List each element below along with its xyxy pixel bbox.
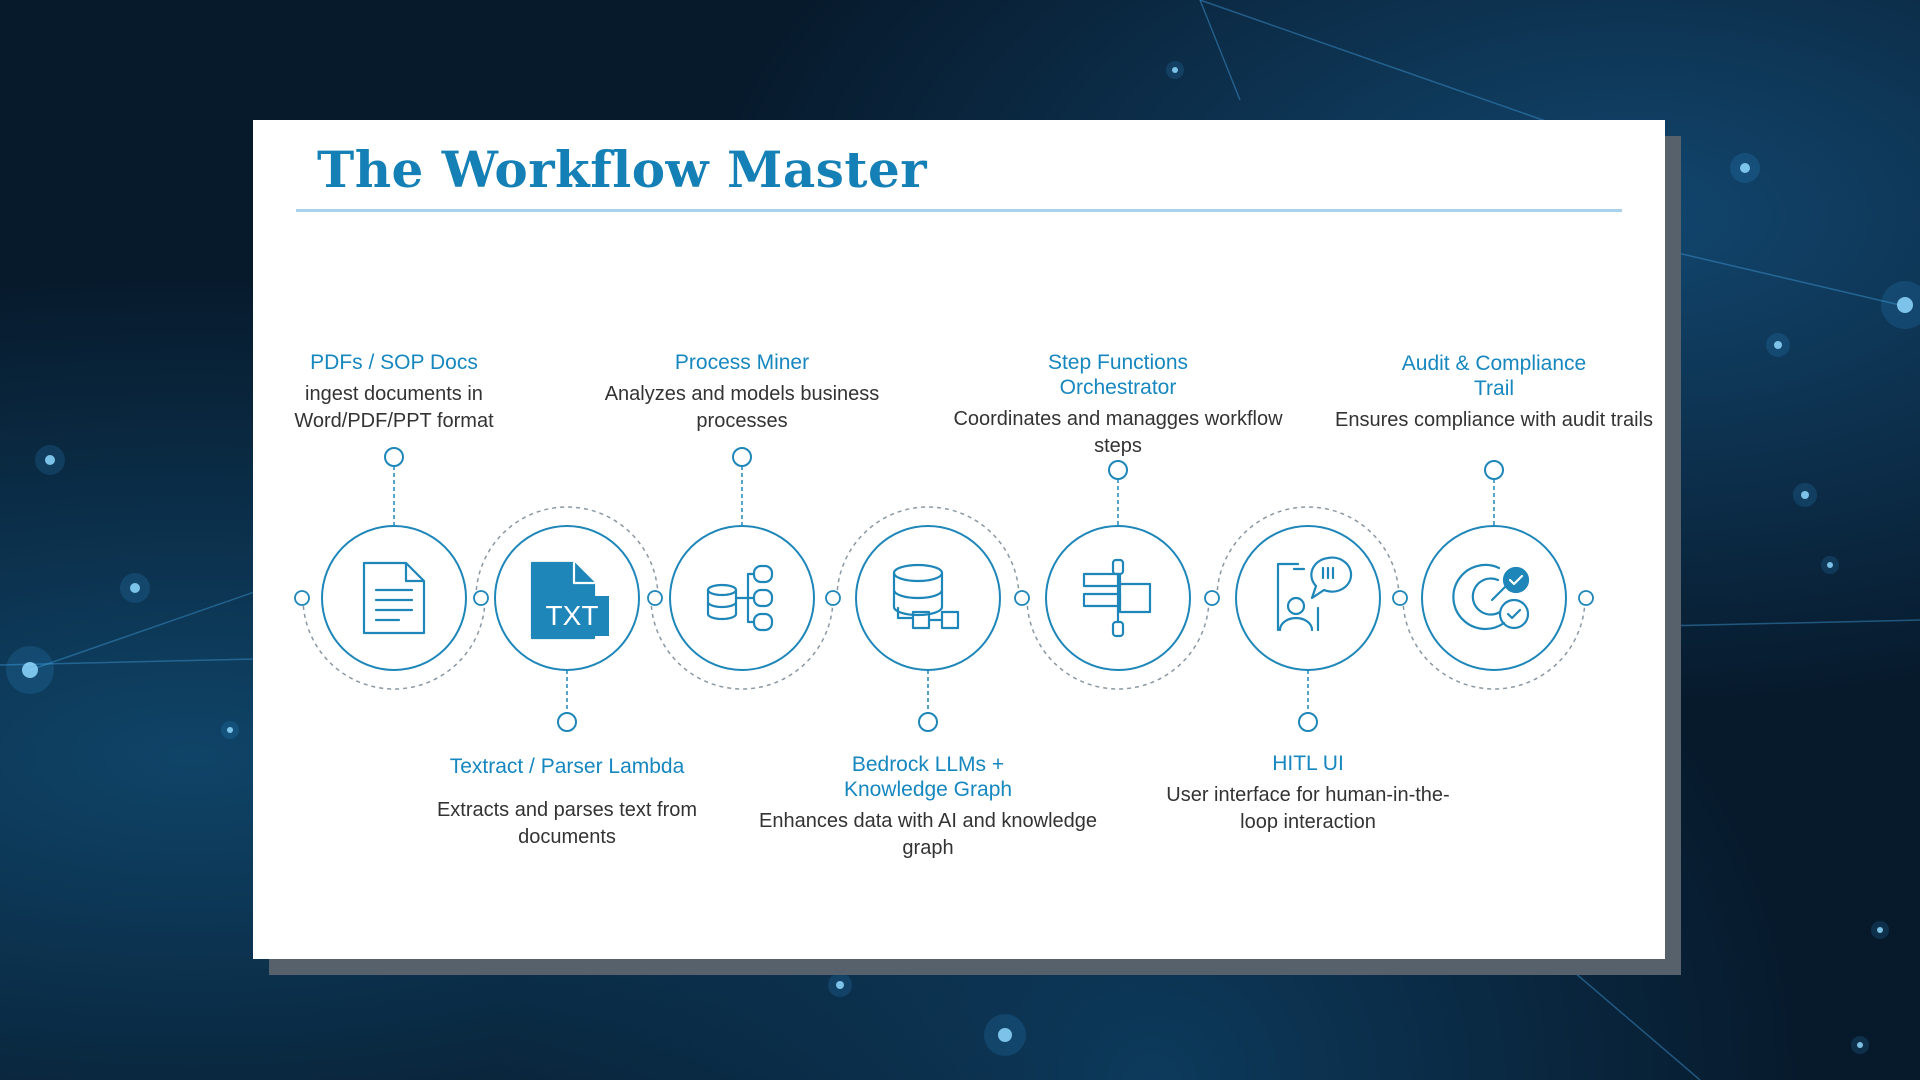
glow-dot: [1774, 341, 1782, 349]
workflow-step: [1026, 460, 1210, 690]
workflow-step: [1216, 506, 1400, 732]
glow-dot: [22, 662, 38, 678]
chain-node: [1014, 590, 1030, 606]
connector-node: [1108, 460, 1128, 480]
dashed-arc: [836, 506, 1020, 599]
page-title: The Workflow Master: [317, 140, 928, 199]
dashed-arc: [1402, 597, 1586, 690]
workflow-step: [836, 506, 1020, 732]
step-title: Process Miner: [674, 351, 810, 374]
step-title: Step Functions Orchestrator: [1047, 351, 1189, 399]
step-description: Coordinates and managges workflow steps: [953, 408, 1283, 457]
chain-node: [473, 590, 489, 606]
light-line: [1199, 0, 1601, 141]
connector-node: [732, 447, 752, 467]
glow-dot: [1801, 491, 1809, 499]
glow-dot: [1857, 1042, 1863, 1048]
connector-node: [557, 712, 577, 732]
document-icon: [362, 561, 426, 635]
title-divider: [296, 209, 1622, 212]
glow-halo: [984, 1014, 1026, 1056]
connector-node: [1298, 712, 1318, 732]
glow-halo: [1793, 483, 1817, 507]
workflow-blocks-icon: [1082, 558, 1152, 638]
step-title: PDFs / SOP Docs: [310, 351, 478, 374]
step-title: Textract / Parser Lambda: [449, 755, 685, 778]
step-label: HITL UI User interface for human-in-the-l…: [1138, 751, 1478, 836]
txt-file-icon: TXT: [530, 561, 609, 640]
dashed-arc: [1026, 597, 1210, 690]
connector-node: [1484, 460, 1504, 480]
user-chat-icon: [1276, 556, 1353, 632]
glow-halo: [1166, 61, 1184, 79]
glow-dot: [836, 981, 844, 989]
workflow-step: [650, 447, 834, 690]
light-line: [1559, 959, 1701, 1080]
light-line: [29, 589, 261, 671]
glow-halo: [828, 973, 852, 997]
workflow-step: [302, 447, 486, 690]
glow-dot: [1740, 163, 1750, 173]
database-graph-icon: [892, 563, 960, 630]
chain-node: [647, 590, 663, 606]
glow-dot: [1172, 67, 1178, 73]
step-circle: [1235, 525, 1381, 671]
glow-halo: [1871, 921, 1889, 939]
workflow-step: TXT: [475, 506, 659, 732]
chain-node: [825, 590, 841, 606]
glow-halo: [1881, 281, 1920, 329]
connector-node: [384, 447, 404, 467]
step-description: Enhances data with AI and knowledge grap…: [758, 810, 1098, 859]
glow-halo: [6, 646, 54, 694]
glow-halo: [1730, 153, 1760, 183]
step-circle: [321, 525, 467, 671]
step-description: Ensures compliance with audit trails: [1335, 409, 1653, 431]
glow-halo: [35, 445, 65, 475]
glow-dot: [998, 1028, 1012, 1042]
txt-label: TXT: [546, 600, 599, 631]
dashed-arc: [302, 597, 486, 690]
compliance-check-icon: [1452, 563, 1530, 631]
glow-halo: [221, 721, 239, 739]
glow-halo: [120, 573, 150, 603]
light-line: [1199, 0, 1241, 101]
step-title: HITL UI: [1272, 752, 1344, 775]
step-description: Analyzes and models business processes: [604, 383, 880, 432]
glow-dot: [1877, 927, 1883, 933]
step-title: Bedrock LLMs + Knowledge Graph: [843, 753, 1013, 801]
glow-dot: [130, 583, 140, 593]
step-description: ingest documents in Word/PDF/PPT format: [294, 383, 494, 432]
light-line: [1664, 249, 1901, 306]
chain-node: [1578, 590, 1594, 606]
step-title: Audit & Compliance Trail: [1401, 352, 1587, 400]
database-hierarchy-icon: [706, 564, 774, 632]
glow-halo: [1851, 1036, 1869, 1054]
glow-halo: [1821, 556, 1839, 574]
step-label: PDFs / SOP Docs ingest documents in Word/…: [234, 350, 554, 435]
step-description: User interface for human-in-the-loop int…: [1166, 784, 1450, 833]
chain-node: [1204, 590, 1220, 606]
chain-node: [294, 590, 310, 606]
glow-dot: [1827, 562, 1833, 568]
connector-node: [918, 712, 938, 732]
chain-node: [1392, 590, 1408, 606]
workflow-step: [1402, 460, 1586, 690]
step-description: Extracts and parses text from documents: [436, 799, 698, 848]
glow-dot: [227, 727, 233, 733]
dashed-arc: [1216, 506, 1400, 599]
dashed-arc: [650, 597, 834, 690]
glow-halo: [1766, 333, 1790, 357]
glow-dot: [1897, 297, 1913, 313]
dashed-arc: [475, 506, 659, 599]
glow-dot: [45, 455, 55, 465]
